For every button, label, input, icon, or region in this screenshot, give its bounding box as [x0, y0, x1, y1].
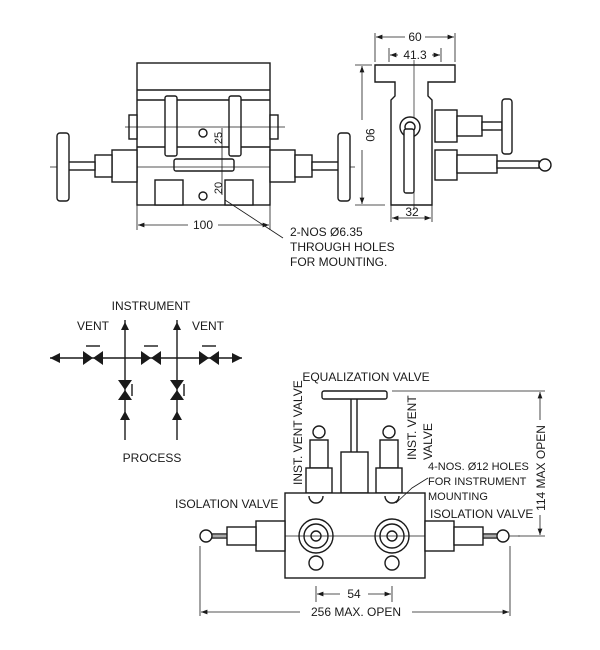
- label-inst-vent-right-1: INST. VENT: [405, 395, 419, 460]
- label-instrument: INSTRUMENT: [112, 299, 191, 313]
- bottom-view: EQUALIZATION VALVE INST. VENT VALVE INST…: [175, 370, 548, 619]
- label-inst-vent-right-2: VALVE: [421, 423, 435, 460]
- dim-20: 20: [213, 182, 225, 194]
- label-process: PROCESS: [123, 451, 182, 465]
- dim-90: 90: [363, 128, 377, 142]
- dim-60: 60: [408, 30, 422, 44]
- dim-width-100: 100: [193, 218, 213, 232]
- dim-54: 54: [347, 587, 361, 601]
- valve-schematic: INSTRUMENT VENT VENT PROCESS: [50, 299, 242, 465]
- mounting-note-3: FOR MOUNTING.: [290, 255, 387, 269]
- label-isolation-valve-left: ISOLATION VALVE: [175, 497, 278, 511]
- label-isolation-valve-right: ISOLATION VALVE: [430, 507, 533, 521]
- dim-114-max-open: 114 MAX OPEN: [534, 425, 548, 511]
- label-vent-left: VENT: [77, 319, 110, 333]
- holes-note-1: 4-NOS. Ø12 HOLES: [428, 461, 529, 473]
- label-vent-right: VENT: [192, 319, 225, 333]
- dim-41-3: 41.3: [403, 48, 427, 62]
- side-view: 60 41.3 90 32: [355, 30, 552, 222]
- label-inst-vent-left: INST. VENT VALVE: [291, 380, 305, 485]
- dim-32: 32: [405, 205, 419, 219]
- dim-256-max-open: 256 MAX. OPEN: [311, 605, 401, 619]
- label-equalization-valve: EQUALIZATION VALVE: [302, 370, 429, 384]
- holes-note-2: FOR INSTRUMENT: [428, 476, 527, 488]
- front-view: 100 25 20 2-NOS Ø6.35 THROUGH HOLES FOR …: [50, 62, 395, 269]
- mounting-note-1: 2-NOS Ø6.35: [290, 225, 363, 239]
- dim-25: 25: [213, 132, 225, 144]
- holes-note-3: MOUNTING: [428, 491, 488, 503]
- mounting-note-2: THROUGH HOLES: [290, 240, 395, 254]
